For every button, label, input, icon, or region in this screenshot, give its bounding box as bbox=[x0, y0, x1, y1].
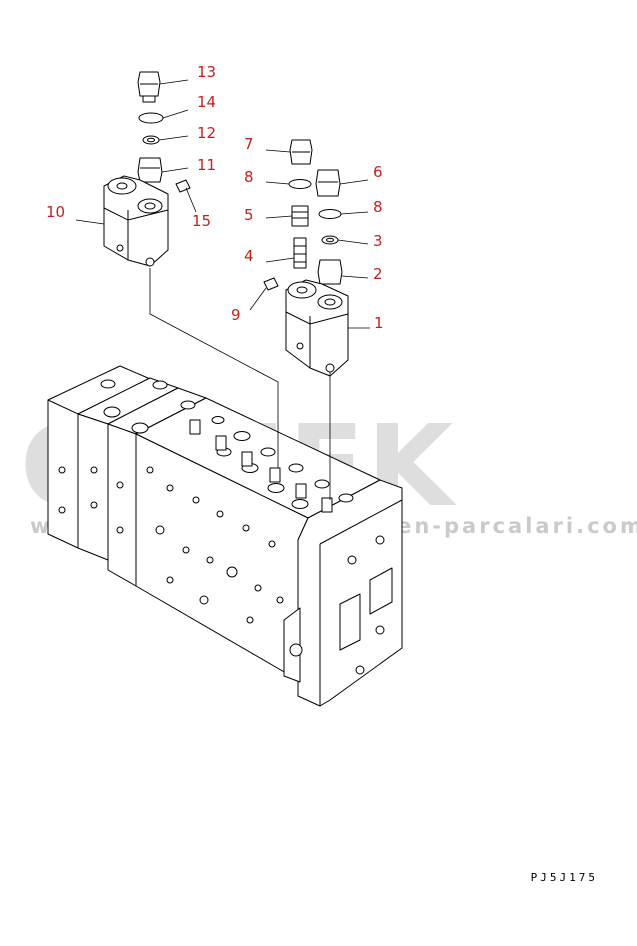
callout-15: 15 bbox=[192, 212, 211, 230]
drawing-code: PJ5J175 bbox=[531, 871, 598, 884]
callout-8-right: 8 bbox=[373, 198, 383, 216]
callout-11: 11 bbox=[197, 156, 216, 174]
callout-4: 4 bbox=[244, 247, 254, 265]
leader-lines bbox=[75, 79, 370, 329]
callout-5: 5 bbox=[244, 206, 254, 224]
callout-labels: 13 14 12 11 15 10 7 8 5 4 6 8 3 2 1 9 bbox=[46, 63, 384, 332]
callout-2: 2 bbox=[373, 265, 383, 283]
callout-7: 7 bbox=[244, 135, 254, 153]
callout-1: 1 bbox=[374, 314, 384, 332]
callout-14: 14 bbox=[197, 93, 216, 111]
callout-9: 9 bbox=[231, 306, 241, 324]
callout-8-left: 8 bbox=[244, 168, 254, 186]
callout-6: 6 bbox=[373, 163, 383, 181]
callout-3: 3 bbox=[373, 232, 383, 250]
callout-13: 13 bbox=[197, 63, 216, 81]
callout-12: 12 bbox=[197, 124, 216, 142]
right-solenoid-assembly bbox=[263, 139, 349, 500]
left-solenoid-assembly bbox=[103, 71, 279, 468]
callout-10: 10 bbox=[46, 203, 65, 221]
control-valve-body bbox=[47, 365, 403, 707]
